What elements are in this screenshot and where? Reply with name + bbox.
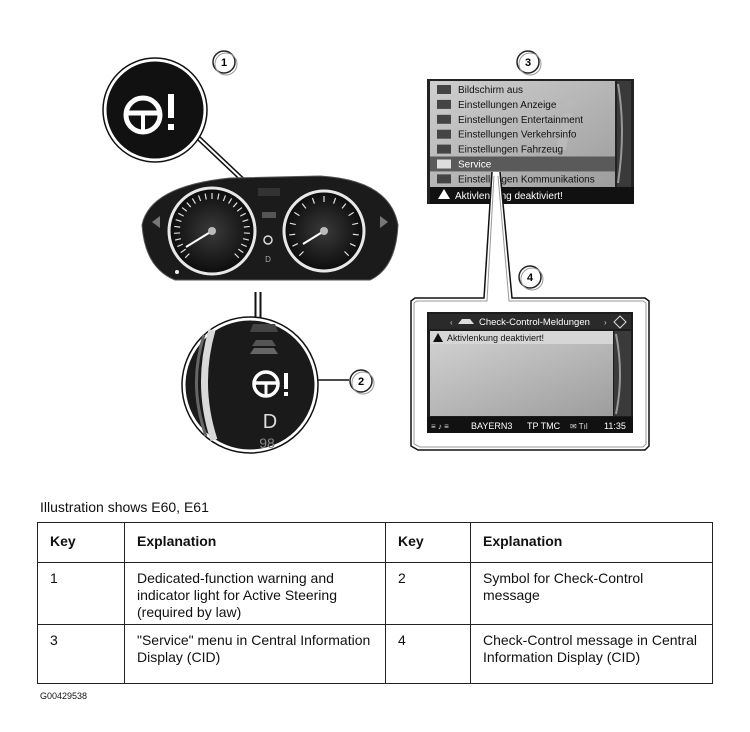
explanation-cell: Symbol for Check-Control message [470, 562, 713, 625]
key-cell: 4 [385, 624, 471, 684]
steering-warning-icon [252, 370, 288, 398]
callout-badge-1: 1 [212, 50, 238, 76]
menu-item[interactable]: Einstellungen Entertainment [437, 114, 583, 126]
key-table: Key Explanation Key Explanation 1 Dedica… [37, 522, 713, 684]
illustration-caption: Illustration shows E60, E61 [40, 499, 209, 515]
key-cell: 3 [37, 624, 125, 684]
cid-message: Aktivlenkung deaktiviert! [447, 333, 544, 343]
callout-badge-2: 2 [349, 369, 375, 395]
magnified-gear: D [263, 411, 277, 433]
header-key: Key [37, 522, 125, 563]
menu-item[interactable]: Einstellungen Fahrzeug [437, 144, 563, 156]
key-cell: 2 [385, 562, 471, 625]
cid-time: 11:35 [604, 421, 626, 431]
svg-text:2: 2 [358, 376, 364, 388]
svg-text:✉ Tıl: ✉ Tıl [570, 422, 588, 431]
menu-item-label: Einstellungen Fahrzeug [458, 145, 563, 156]
header-explanation: Explanation [124, 522, 386, 563]
menu-item[interactable]: Einstellungen Kommunikations [437, 174, 595, 185]
svg-text:‹: ‹ [450, 318, 453, 327]
key-cell: 1 [37, 562, 125, 625]
menu-item[interactable]: Bildschirm aus [437, 85, 523, 96]
callout-badge-3: 3 [516, 50, 542, 76]
svg-text:i: i [555, 87, 576, 165]
menu-item-label: Einstellungen Entertainment [458, 115, 583, 126]
menu-item-label: Einstellungen Verkehrsinfo [458, 130, 577, 141]
warning-triangle-icon [437, 129, 451, 139]
display-icon [437, 99, 451, 109]
table-header-row: Key Explanation Key Explanation [37, 522, 713, 563]
magnified-odometer: 98 [259, 435, 275, 451]
callout-2-magnifier: D 98 [181, 316, 319, 454]
explanation-cell: Check-Control message in Central Informa… [470, 624, 713, 684]
menu-item-label: Service [458, 160, 492, 171]
menu-warning-text: Aktivlenkung deaktiviert! [455, 191, 563, 202]
menu-item[interactable]: Einstellungen Anzeige [437, 99, 557, 111]
cluster-gear: D [265, 255, 271, 264]
figure-code: G00429538 [40, 691, 88, 701]
callout-1-magnifier [102, 57, 208, 163]
callout-badge-4: 4 [518, 265, 544, 291]
svg-text:›: › [604, 318, 607, 327]
explanation-cell: Dedicated-function warning and indicator… [124, 562, 386, 625]
steering-warning-icon [123, 94, 174, 135]
cid-header: Check-Control-Meldungen [479, 317, 590, 328]
cid-tp: TP TMC [527, 421, 561, 431]
instrument-cluster: D [141, 175, 399, 281]
signal-icon [437, 174, 451, 184]
svg-text:4: 4 [527, 272, 534, 284]
svg-text:≡ ♪ ≡: ≡ ♪ ≡ [431, 422, 449, 431]
music-icon [437, 114, 451, 124]
menu-item-label: Einstellungen Kommunikations [458, 174, 595, 185]
car-icon [437, 159, 451, 169]
cid-check-control: ‹ Check-Control-Meldungen › Aktivlenkung… [427, 312, 633, 433]
cid-station: BAYERN3 [471, 421, 512, 431]
menu-item[interactable]: Service [430, 156, 615, 172]
car-icon [458, 319, 474, 324]
screen-icon [437, 85, 451, 94]
menu-item-label: Bildschirm aus [458, 85, 523, 96]
menu-item-label: Einstellungen Anzeige [458, 100, 557, 111]
svg-text:3: 3 [525, 57, 531, 69]
header-explanation: Explanation [470, 522, 713, 563]
explanation-cell: "Service" menu in Central Information Di… [124, 624, 386, 684]
svg-text:1: 1 [221, 57, 227, 69]
table-row: 3 "Service" menu in Central Information … [37, 624, 713, 684]
table-row: 1 Dedicated-function warning and indicat… [37, 562, 713, 625]
header-key: Key [385, 522, 471, 563]
menu-item[interactable]: Einstellungen Verkehrsinfo [437, 129, 577, 141]
car-icon [437, 144, 451, 154]
